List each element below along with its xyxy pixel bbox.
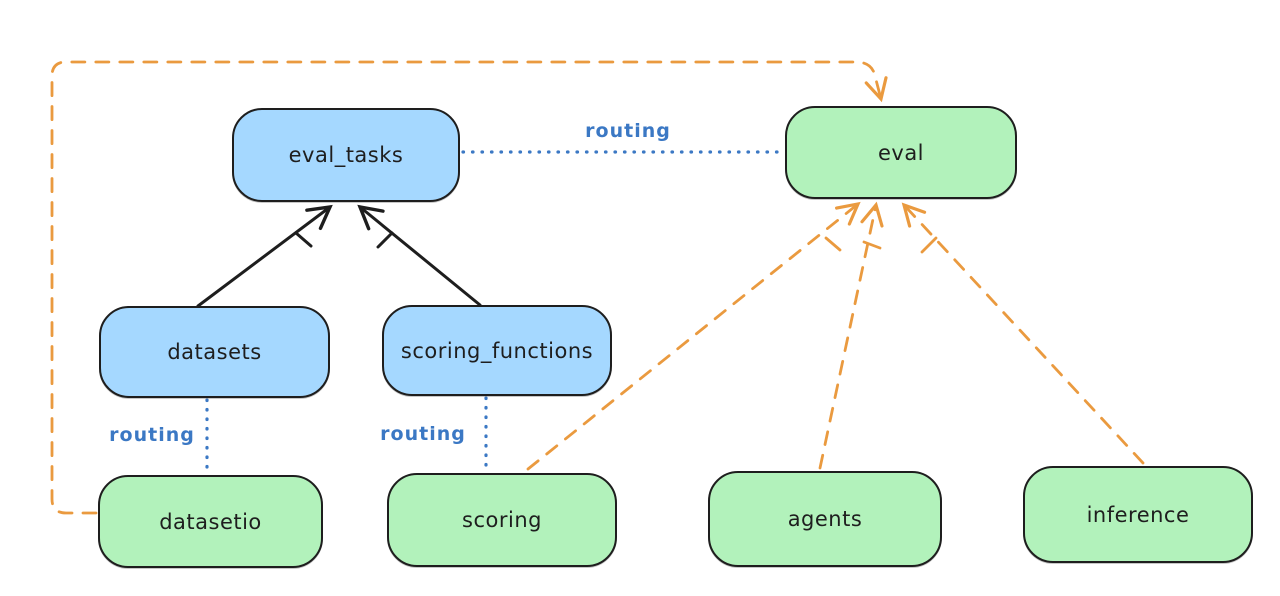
node-eval-tasks[interactable]: eval_tasks: [232, 108, 460, 202]
edge-agents-to-eval: [818, 201, 884, 470]
node-scoring-functions[interactable]: scoring_functions: [382, 305, 612, 396]
node-eval-tasks-label: eval_tasks: [288, 143, 404, 167]
node-eval[interactable]: eval: [785, 106, 1017, 199]
edge-datasets-to-eval_tasks-extra-chevron: [294, 231, 313, 248]
edge-datasetio-to-eval-loop: [50, 60, 888, 515]
edge-agents-to-eval-extra-chevron: [862, 240, 882, 250]
edge-inference-to-eval: [901, 202, 1145, 465]
edge-scoring-to-eval-extra-chevron: [824, 236, 842, 252]
node-inference-label: inference: [1086, 502, 1190, 527]
node-scoring-functions-label: scoring_functions: [400, 338, 594, 363]
routing-label-datasets-datasetio: routing: [109, 424, 195, 446]
edge-inference-to-eval-extra-chevron: [920, 236, 938, 254]
routing-label-scoring_functions-scoring: routing: [380, 423, 466, 445]
node-inference[interactable]: inference: [1023, 466, 1253, 563]
node-scoring-label: scoring: [462, 508, 542, 532]
node-scoring[interactable]: scoring: [387, 473, 617, 567]
node-datasets[interactable]: datasets: [99, 306, 330, 398]
node-datasetio-label: datasetio: [159, 509, 262, 534]
edge-scoring_functions-to-eval_tasks-extra-chevron: [376, 231, 394, 249]
node-agents[interactable]: agents: [708, 471, 942, 567]
edge-datasets-to-eval_tasks: [196, 204, 333, 308]
node-agents-label: agents: [787, 507, 863, 531]
routing-label-eval_tasks-eval: routing: [585, 120, 671, 142]
edge-scoring_functions-to-eval_tasks: [357, 204, 482, 307]
node-datasetio[interactable]: datasetio: [98, 475, 323, 568]
node-datasets-label: datasets: [167, 340, 262, 364]
node-eval-label: eval: [877, 140, 925, 165]
